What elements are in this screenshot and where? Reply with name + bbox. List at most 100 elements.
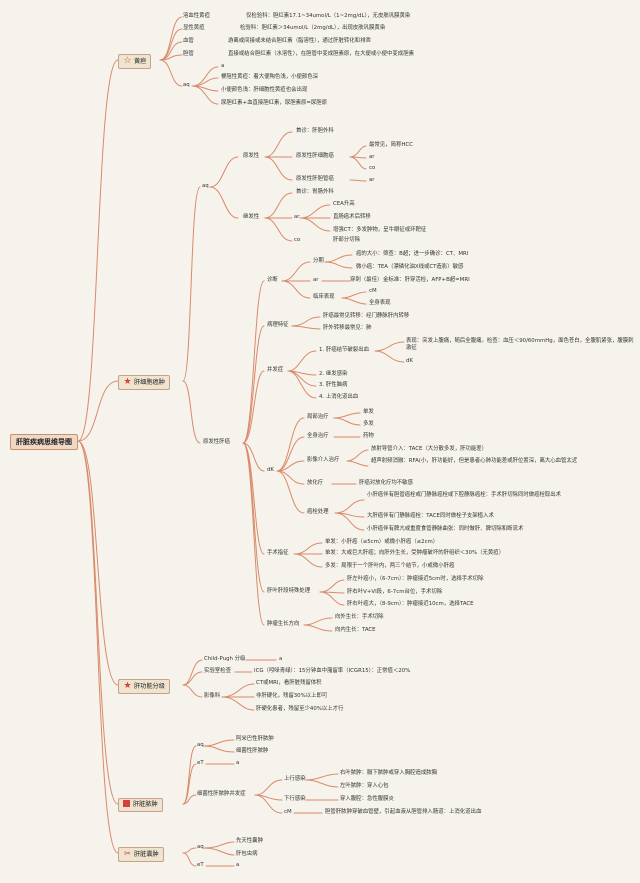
abscess-cm-1: 胆管肝脓肿穿破血管壁，引起血液从胆管排入肠道：上消化道出血	[325, 809, 482, 815]
surgery-label: 手术指征	[267, 550, 289, 556]
treatment-thrombus-3: 小肝癌伴有脾亢或重度食管静脉曲张：同时做肝、脾切除和断流术	[367, 526, 524, 532]
treatment-intervention: 影像介入治疗	[307, 457, 340, 463]
node-jaundice[interactable]: ☆黄疸	[118, 54, 152, 69]
lobes-item-2: 肝右叶V+VI段，6-7cm台位，手术切除	[347, 589, 443, 595]
flag-icon	[123, 800, 130, 807]
cyst-aq-1: 先天性囊肿	[236, 838, 263, 844]
primary-first-site: 首诊：肝胆外科	[296, 128, 334, 134]
node-cyst[interactable]: ✂肝脏囊肿	[118, 847, 164, 862]
lobes-label: 肝叶肝段特殊处理	[267, 588, 311, 594]
secondary-label: 继发性	[243, 214, 260, 220]
treatment-label: dK	[267, 467, 274, 473]
treatment-chemo-1: 肝癌对放化疗均不敏感	[359, 480, 413, 486]
direction-label: 肿瘤生长方向	[267, 621, 300, 627]
primary-cholangio-ar: ar	[369, 177, 375, 183]
secondary-ar-1: CEA升高	[333, 201, 355, 207]
jaundice-aq: aq	[183, 82, 190, 88]
star-icon: ☆	[123, 56, 132, 66]
function-childpugh: Child-Pugh 分级	[204, 656, 246, 662]
abscess-et: eT	[197, 760, 204, 766]
node-cyst-label: 肝脏囊肿	[134, 851, 159, 858]
treatment-intervention-1: 放射导管介入：TACE（大分散多发，肝功能差）	[371, 446, 488, 452]
treatment-systemic-1: 药物	[363, 433, 374, 439]
cyst-et: eT	[197, 862, 204, 868]
star-icon: ★	[123, 681, 132, 691]
function-imaging-3: 肝硬化患者，残留至少40%以上才行	[256, 706, 344, 712]
star-icon: ★	[123, 377, 132, 387]
diagnosis-clinical: 临床表现	[313, 294, 335, 300]
node-abscess[interactable]: 肝脏脓肿	[118, 798, 163, 812]
jaundice-aq-3: 尿胆红素+血直接胆红素，尿胆素原=尿胆原	[221, 100, 328, 106]
complications-item-2: 2. 继发感染	[319, 371, 348, 377]
pathology-label: 病理特征	[267, 322, 289, 328]
jaundice-latent: 显性黄疸	[183, 25, 205, 31]
secondary-ar-3: 增强CT：多发肿物，呈牛眼征或环靶征	[333, 227, 427, 233]
primary-hcc: 原发性肝细胞癌	[296, 153, 334, 159]
complications-item-3: 3. 肝性脑病	[319, 382, 348, 388]
secondary-ar: ar	[294, 214, 300, 220]
treatment-thrombus: 癌栓处理	[307, 509, 329, 515]
function-lab-1: ICG（吲哚青绿）：15分钟血中潴留率（ICGR15）：正常值＜20%	[254, 668, 411, 674]
jaundice-hemolytic-desc: 仅检验科：胆红素17.1~34umol/L（1~2mg/dL），无皮肤巩膜黄染	[246, 13, 411, 19]
treatment-local: 局部治疗	[307, 414, 329, 420]
function-imaging: 影像科	[204, 693, 221, 699]
jaundice-bile-desc: 直接或结合胆红素（水溶性），在胆管中变成胆素原，在大便或小便中变成胆素	[228, 51, 414, 57]
diagnosis-clinical-2: 全身表现	[369, 300, 391, 306]
abscess-aq-2: 细菌性肝脓肿	[236, 748, 269, 754]
abscess-aq: aq	[197, 742, 204, 748]
diagnosis-ar-desc: 金标准：肝穿活检，AFP+B超=MRI	[383, 277, 470, 283]
jaundice-blood-desc: 游离或间接或未结合胆红素（脂溶性），通过肝脏转化和排泄	[228, 38, 371, 44]
complications-item-1-desc: 表现：突发上腹痛，随后全腹痛。检查：血压＜90/60mmHg，面色苍白，全腹肌紧…	[406, 338, 634, 351]
diagnosis-ar-extra: 穿刺（最佳）	[350, 277, 383, 283]
abscess-lower-1: 穿入腹腔：急性腹膜炎	[340, 796, 394, 802]
treatment-systemic: 全身治疗	[307, 433, 329, 439]
primary-hcc-2: ar	[369, 154, 375, 160]
root-node[interactable]: 肝脏疾病思维导图	[10, 434, 78, 450]
node-abscess-label: 肝脏脓肿	[133, 801, 158, 808]
treatment-local-2: 多发	[363, 421, 374, 427]
abscess-lower: 下行感染	[284, 796, 306, 802]
primary-hcc-1: 最常见，简称HCC	[369, 142, 413, 148]
node-jaundice-label: 黄疸	[134, 58, 147, 65]
treatment-thrombus-2: 大肝癌伴有门静脉癌栓：TACE同时做栓子支架植入术	[367, 513, 494, 519]
function-imaging-1: CT或MRI，看肝脏残留体积	[256, 680, 322, 686]
treatment-thrombus-1: 小肝癌伴有胆管癌栓或门静脉癌栓或下腔静脉癌栓：手术肝切除同时做癌栓取出术	[367, 492, 562, 498]
pathology-item-2: 肝外转移最常见：肺	[323, 325, 372, 331]
complications-item-4: 4. 上消化道出血	[319, 394, 359, 400]
jaundice-aq-2: 小便颜色浅：肝细胞性黄疸也会出现	[221, 87, 308, 93]
node-hcc[interactable]: ★肝细胞癌肿	[118, 375, 170, 390]
diagnosis-stage-2: 微小癌：TEA（漂磷化油X线或CT造影）敏感	[356, 264, 464, 270]
diagnosis-label: 诊断	[267, 277, 278, 283]
complications-item-1: 1. 肝癌结节破裂出血	[319, 347, 369, 353]
cyst-et-a: a	[236, 862, 240, 868]
primary-hcc-3: co	[369, 165, 376, 171]
surgery-item-1: 单发：小肝癌（≤5cm）或微小肝癌（≤2cm）	[325, 539, 439, 545]
secondary-co: co	[294, 237, 301, 243]
abscess-upper-2: 左叶脓肿：穿入心包	[340, 783, 389, 789]
function-imaging-2: 非肝硬化，残留30%以上即可	[256, 693, 328, 699]
secondary-ar-2: 直肠癌术后转移	[333, 214, 371, 220]
node-function[interactable]: ★肝功能分级	[118, 679, 170, 694]
treatment-local-1: 单发	[363, 409, 374, 415]
primary-label: 原发性	[243, 153, 260, 159]
diagnosis-staging: 分期	[313, 258, 324, 264]
node-hcc-label: 肝细胞癌肿	[134, 379, 165, 386]
diagnosis-stage-1: 癌的大小：筛查：B超；进一步确诊：CT、MRI	[356, 251, 469, 257]
abscess-bacterial: 细菌性肝脓肿并发症	[197, 791, 246, 797]
lobes-item-3: 肝右叶癌大，（8-9cm）：肿瘤接近10cm，选择TACE	[347, 601, 474, 607]
treatment-intervention-2: 超声射频消融：RFA(小，肝功能好，但是患者心肺功能差或肝位置深，离大心血管太近	[371, 458, 578, 464]
secondary-first-site: 首诊：胃肠外科	[296, 189, 334, 195]
abscess-et-a: a	[236, 760, 240, 766]
jaundice-latent-desc: 检验科：胆红素＞34umol/L（2mg/dL），出现皮肤巩膜黄染	[240, 25, 386, 31]
function-lab: 实验室检查	[204, 668, 231, 674]
function-childpugh-a: a	[279, 656, 283, 662]
complications-label: 并发症	[267, 367, 284, 373]
jaundice-aq-a: a	[221, 63, 225, 69]
diagnosis-clinical-cm: cM	[369, 288, 377, 294]
direction-item-1: 向外生长：手术切除	[335, 614, 384, 620]
jaundice-aq-1: 梗阻性黄疸：着大便陶色浅，小便颜色深	[221, 74, 319, 80]
cyst-aq-2: 肝包虫病	[236, 851, 258, 857]
jaundice-bile: 胆管	[183, 51, 194, 57]
abscess-aq-1: 阿米巴性肝脓肿	[236, 736, 274, 742]
